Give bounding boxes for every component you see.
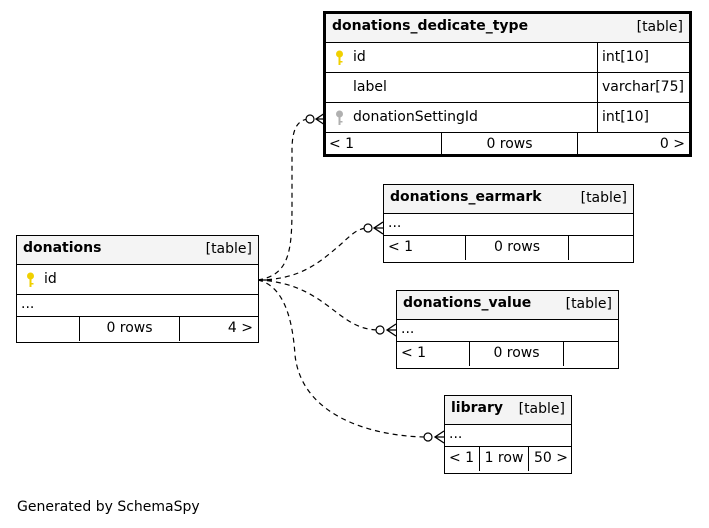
generated-by-label: Generated by SchemaSpy <box>17 499 200 515</box>
table-kind: [table] <box>205 241 252 257</box>
table-header: donations_dedicate_type [table] <box>326 14 689 43</box>
row-count: 1 row <box>479 447 528 471</box>
relationship-library <box>257 279 429 438</box>
table-name: library <box>451 400 504 416</box>
table-donations-dedicate-type[interactable]: donations_dedicate_type [table] id int[1… <box>323 11 692 157</box>
table-donations[interactable]: donations [table] id ... 0 rows 4 > <box>16 235 259 343</box>
table-footer: < 1 0 rows <box>397 342 618 366</box>
column-row-id[interactable]: id int[10] <box>326 43 689 73</box>
column-type: int[10] <box>597 103 689 132</box>
row-count: 0 rows <box>469 342 563 366</box>
parent-count: < 1 <box>401 345 427 361</box>
column-name: donationSettingId <box>353 109 478 125</box>
parent-count: < 1 <box>449 450 475 466</box>
row-count: 0 rows <box>441 133 577 157</box>
table-name: donations_value <box>403 295 532 311</box>
table-name: donations <box>23 240 102 256</box>
table-footer: 0 rows 4 > <box>17 317 258 341</box>
relationship-value <box>257 279 381 331</box>
row-count: 0 rows <box>79 317 179 341</box>
table-kind: [table] <box>636 19 683 35</box>
primary-key-icon <box>336 50 343 65</box>
child-count <box>563 342 614 366</box>
table-name: donations_earmark <box>390 189 542 205</box>
child-count: 50 > <box>528 447 568 471</box>
child-count <box>568 236 629 260</box>
column-row-id[interactable]: id <box>17 265 258 295</box>
columns-ellipsis: ... <box>384 214 633 236</box>
table-donations-earmark[interactable]: donations_earmark [table] ... < 1 0 rows <box>383 184 634 263</box>
table-library[interactable]: library [table] ... < 1 1 row 50 > <box>444 395 572 474</box>
columns-ellipsis: ... <box>445 425 571 447</box>
table-header: library [table] <box>445 396 571 425</box>
relationship-dedicate <box>257 118 311 281</box>
column-type: int[10] <box>597 43 689 72</box>
table-footer: < 1 0 rows 0 > <box>326 133 689 157</box>
column-name: id <box>44 271 57 287</box>
column-name: label <box>353 79 387 95</box>
table-footer: < 1 1 row 50 > <box>445 447 571 471</box>
row-count: 0 rows <box>465 236 568 260</box>
column-name: id <box>353 49 366 65</box>
table-kind: [table] <box>518 401 565 417</box>
table-kind: [table] <box>580 190 627 206</box>
child-count: 0 > <box>577 133 685 157</box>
table-donations-value[interactable]: donations_value [table] ... < 1 0 rows <box>396 290 619 369</box>
foreign-key-icon <box>336 110 343 125</box>
column-type: varchar[75] <box>597 73 689 102</box>
table-header: donations [table] <box>17 236 258 265</box>
table-header: donations_value [table] <box>397 291 618 320</box>
table-footer: < 1 0 rows <box>384 236 633 260</box>
parent-count: < 1 <box>388 239 414 255</box>
parent-count: < 1 <box>329 136 355 152</box>
relationship-earmark <box>257 227 369 281</box>
table-kind: [table] <box>565 296 612 312</box>
table-name: donations_dedicate_type <box>332 18 529 34</box>
child-count: 4 > <box>179 317 253 341</box>
column-row-label[interactable]: label varchar[75] <box>326 73 689 103</box>
primary-key-icon <box>27 272 34 287</box>
columns-ellipsis: ... <box>17 295 258 317</box>
table-header: donations_earmark [table] <box>384 185 633 214</box>
column-row-donationsettingid[interactable]: donationSettingId int[10] <box>326 103 689 133</box>
columns-ellipsis: ... <box>397 320 618 342</box>
